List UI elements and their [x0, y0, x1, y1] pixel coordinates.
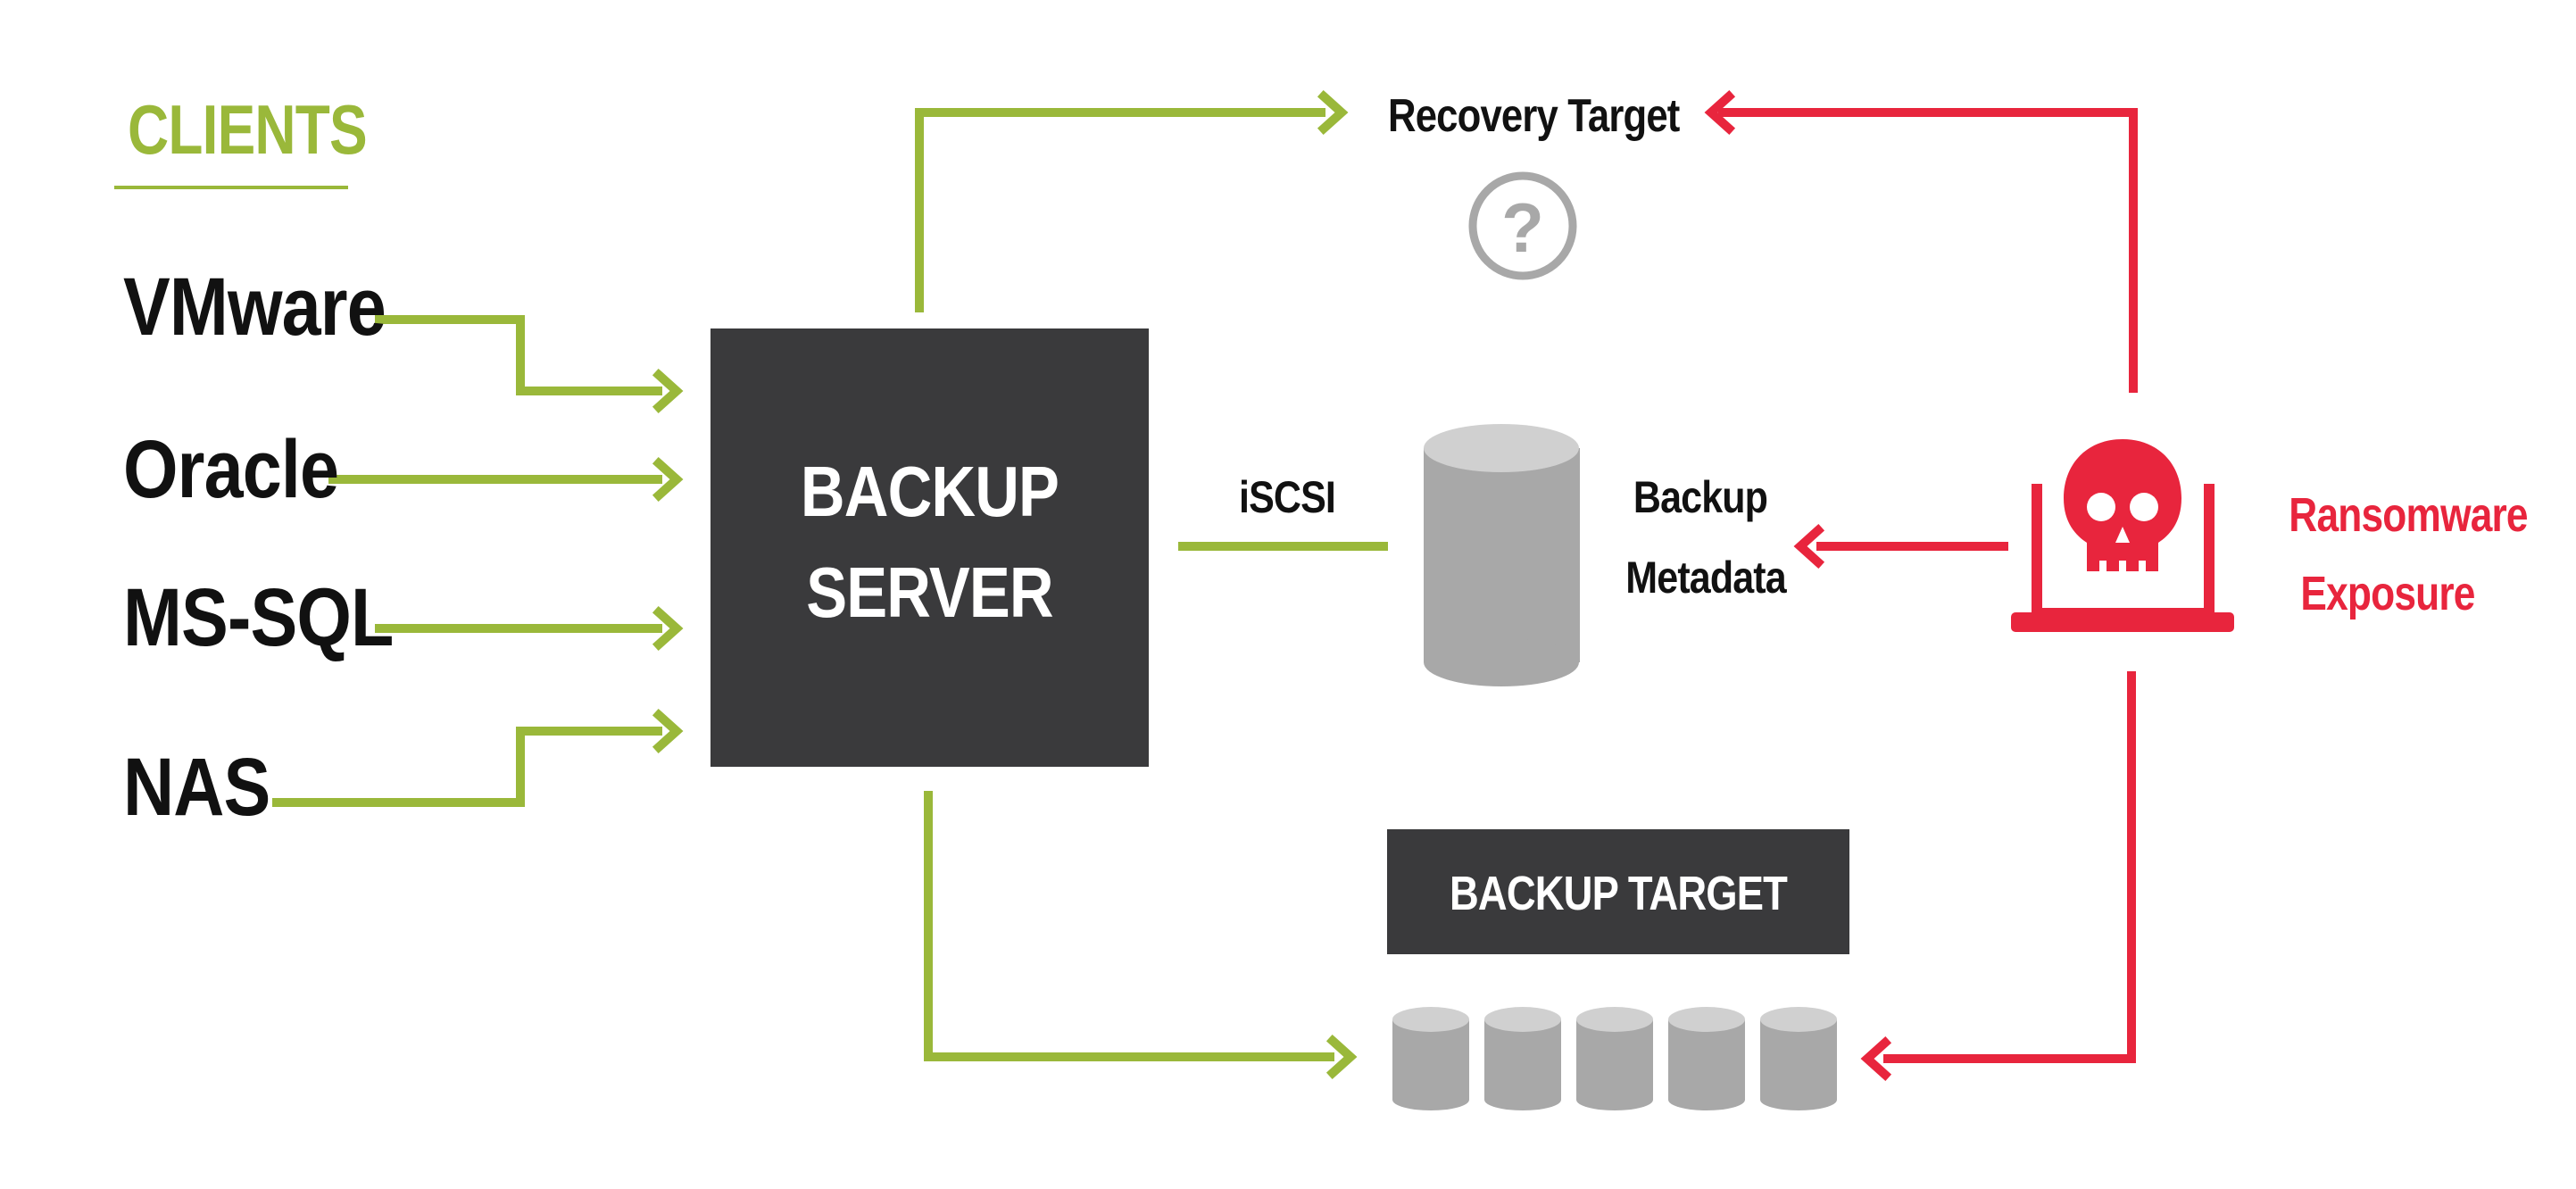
backup-target-label: BACKUP TARGET — [1449, 867, 1788, 920]
backup-server-label-line1: BACKUP — [800, 452, 1059, 531]
ransomware-to-recovery-arrow — [1718, 108, 2138, 393]
question-icon: ? — [1468, 171, 1577, 280]
backup-metadata-label-line2: Metadata — [1625, 553, 1786, 603]
nas-arrow — [272, 727, 662, 807]
vmware-arrow — [375, 315, 662, 395]
backup-disk-icon — [1668, 1007, 1745, 1110]
ransomware-arrows — [1718, 108, 2138, 1063]
database-cylinder-icon — [1424, 424, 1580, 686]
server-to-backup-target-arrow — [924, 791, 1334, 1061]
client-oracle: Oracle — [123, 424, 339, 515]
backup-disk-icon — [1484, 1007, 1561, 1110]
client-nas: NAS — [123, 742, 270, 833]
backup-target-box — [1387, 829, 1849, 954]
recovery-target-label: Recovery Target — [1388, 90, 1680, 142]
skull-laptop-icon — [2011, 439, 2234, 632]
backup-disk-icon — [1392, 1007, 1469, 1110]
clients-heading: CLIENTS — [128, 90, 368, 169]
client-arrows — [272, 108, 1388, 1061]
backup-server-label-line2: SERVER — [806, 553, 1053, 632]
iscsi-label: iSCSI — [1239, 472, 1336, 522]
backup-disk-icon — [1576, 1007, 1653, 1110]
green-arrowheads — [652, 89, 1358, 1080]
ransomware-to-backup-target-arrow — [1883, 671, 2136, 1063]
server-to-recovery-arrow — [915, 108, 1325, 312]
ransomware-label-line1: Ransomware — [2289, 488, 2528, 542]
ransomware-label-line2: Exposure — [2300, 567, 2475, 620]
red-arrowheads — [1704, 89, 1892, 1082]
client-mssql: MS-SQL — [123, 572, 394, 663]
backup-metadata-label-line1: Backup — [1633, 472, 1768, 522]
svg-text:?: ? — [1501, 188, 1544, 267]
backup-target-disks — [1392, 1007, 1837, 1110]
backup-disk-icon — [1760, 1007, 1837, 1110]
client-vmware: VMware — [123, 262, 386, 353]
backup-server-box — [710, 328, 1149, 767]
